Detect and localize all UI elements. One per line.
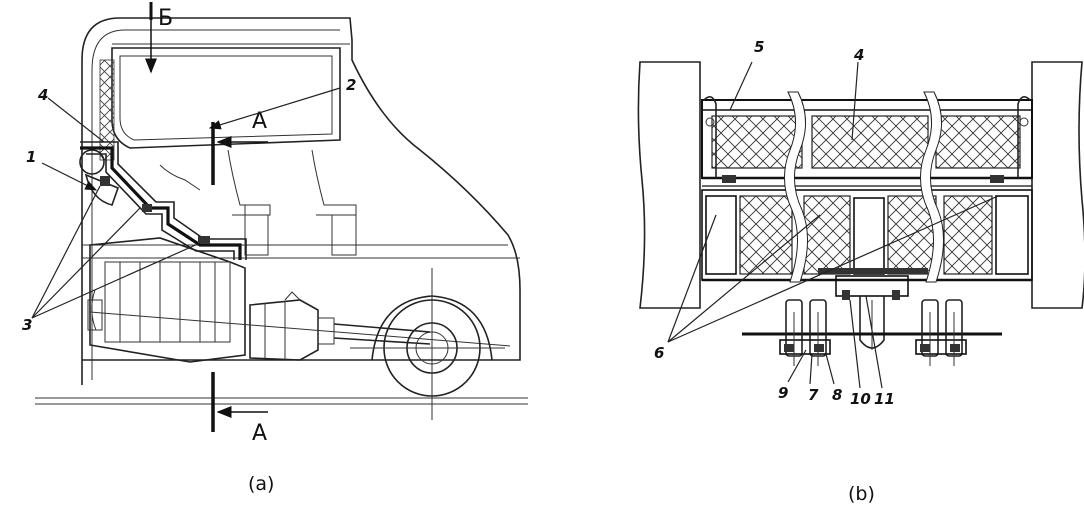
callout-b-11: 11	[874, 390, 895, 408]
window-frame-inner	[119, 55, 333, 141]
gearbox	[249, 291, 335, 361]
callout-b-6: 6	[654, 344, 664, 362]
leader-b-6b	[667, 214, 821, 343]
section-label-a-bottom: A	[252, 421, 267, 446]
rear-wheel	[350, 268, 505, 420]
heater-clamp	[100, 176, 110, 186]
break-line-1	[784, 91, 809, 283]
panel-b: 4 5 6 7 8 9 10 11 (b)	[637, 38, 1084, 505]
bus-body-outline	[81, 17, 521, 385]
callout-a-1: 1	[26, 148, 36, 166]
duct-clamp-2	[198, 236, 210, 244]
heater-circle	[79, 149, 105, 175]
dashboard-strip	[99, 59, 115, 161]
panel-a: A A Б 1 2 3 4 (a)	[22, 2, 528, 495]
chassis-rail	[89, 311, 511, 347]
leader-b-5	[729, 61, 753, 111]
break-line-2	[920, 91, 945, 283]
leader-3c	[31, 185, 101, 319]
callout-b-9: 9	[778, 384, 788, 402]
leader-b-6a	[667, 214, 717, 343]
upper-panel	[701, 96, 1033, 187]
leader-b-11	[865, 295, 883, 389]
callout-a-3: 3	[22, 316, 32, 334]
mount-hardware	[742, 268, 1002, 366]
leader-b-8	[825, 353, 835, 385]
callout-a-4: 4	[37, 86, 48, 104]
leader-3a	[31, 207, 141, 319]
right-wall	[1031, 61, 1084, 309]
leader-b-7	[809, 353, 813, 385]
callout-a-2: 2	[346, 76, 356, 94]
leader-3b	[31, 242, 201, 319]
lower-frame	[701, 189, 1033, 282]
caption-b: (b)	[848, 483, 875, 505]
caption-a: (a)	[248, 473, 274, 495]
callout-b-8: 8	[832, 386, 842, 404]
callout-b-10: 10	[850, 390, 871, 408]
leader-b-4	[851, 61, 859, 141]
leader-b-10	[849, 299, 861, 389]
section-label-b-top: Б	[158, 6, 173, 31]
leader-2	[208, 87, 341, 130]
leader-b-6c	[667, 195, 999, 343]
leader-4	[47, 97, 105, 143]
callout-b-4: 4	[853, 46, 864, 64]
section-label-a-mid: A	[252, 109, 267, 134]
duct-line-outer	[80, 141, 247, 260]
callout-b-5: 5	[754, 38, 764, 56]
drive-shaft-bottom	[333, 337, 431, 345]
leader-1	[41, 162, 98, 191]
engine-assembly	[87, 237, 246, 363]
left-wall	[637, 61, 701, 309]
callout-b-7: 7	[808, 386, 819, 404]
duct-line-inner	[86, 153, 235, 260]
seats	[159, 149, 357, 256]
leader-b-9	[787, 349, 807, 383]
bus-body-inner	[91, 29, 340, 380]
duct-line	[80, 146, 242, 260]
duct-clamp-1	[142, 204, 152, 212]
